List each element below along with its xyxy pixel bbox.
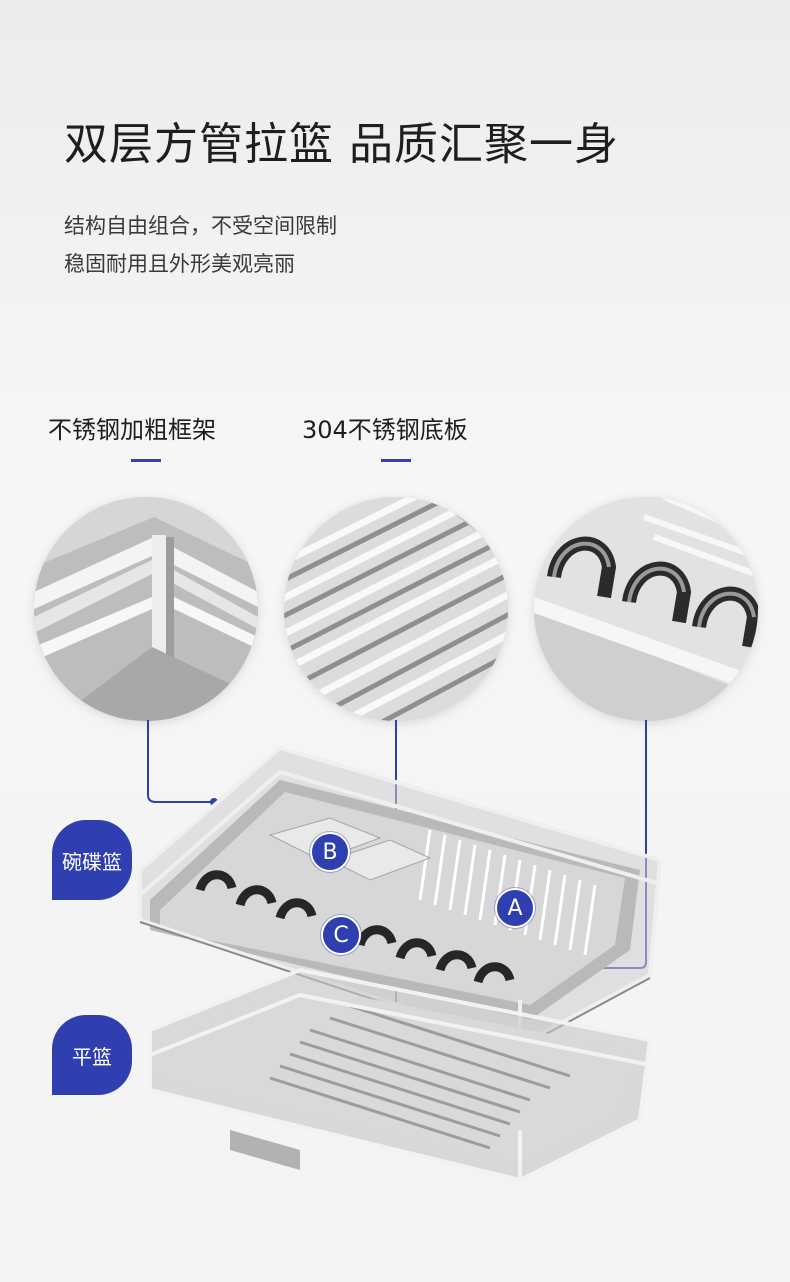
- subtitle-line-1: 结构自由组合，不受空间限制: [64, 214, 337, 238]
- lower-basket: [148, 967, 652, 1183]
- feature-underline-base: [381, 459, 411, 462]
- subtitle-line-2: 稳固耐用且外形美观亮丽: [64, 252, 295, 276]
- badge-a: A: [495, 888, 535, 928]
- basket-illustration: [138, 720, 662, 1183]
- base-slats-image: [284, 497, 508, 721]
- feature-label-base: 304不锈钢底板: [302, 416, 468, 444]
- feature-underline-frame: [131, 459, 161, 462]
- headline: 双层方管拉篮 品质汇聚一身: [64, 119, 619, 170]
- feature-label-frame: 不锈钢加粗框架: [48, 416, 216, 444]
- detail-circle-frame: [34, 497, 258, 721]
- tag-flat-basket: 平篮: [52, 1015, 132, 1095]
- frame-corner-image: [34, 497, 258, 721]
- upper-basket: [138, 745, 662, 1050]
- detail-circle-base: [284, 497, 508, 721]
- tag-dish-basket: 碗碟篮: [52, 820, 132, 900]
- badge-b: B: [310, 832, 350, 872]
- detail-circle-holder: [534, 497, 758, 721]
- plate-holder-image: [534, 497, 758, 721]
- badge-c: C: [321, 915, 361, 955]
